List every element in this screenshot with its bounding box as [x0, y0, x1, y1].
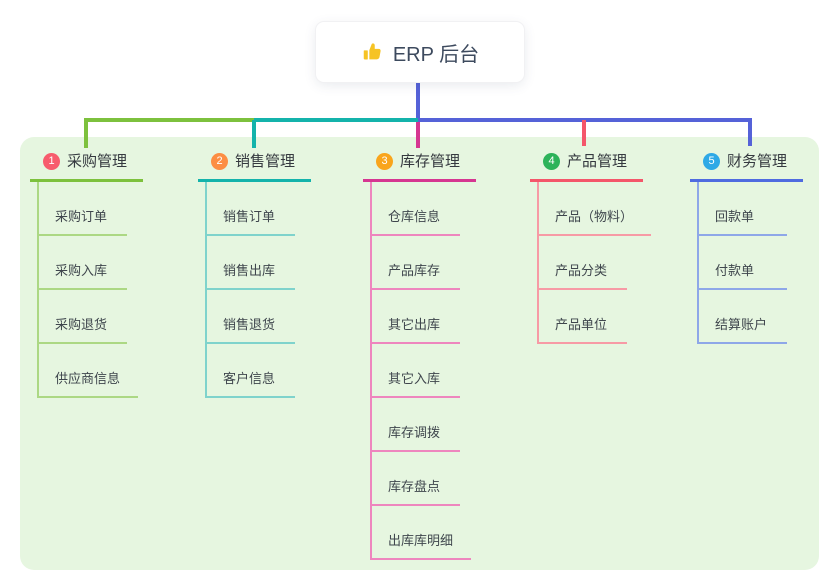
child-node[interactable]: 采购入库 — [39, 236, 127, 290]
child-label: 仓库信息 — [388, 209, 441, 224]
child-node[interactable]: 采购退货 — [39, 290, 127, 344]
child-label: 结算账户 — [715, 317, 768, 332]
child-label: 付款单 — [715, 263, 755, 278]
branch-finance: 5 财务管理 回款单 付款单 结算账户 — [690, 148, 804, 344]
root-node[interactable]: ERP 后台 — [316, 22, 524, 82]
child-node[interactable]: 销售订单 — [207, 182, 295, 236]
child-node[interactable]: 其它入库 — [372, 344, 460, 398]
child-node[interactable]: 产品单位 — [539, 290, 627, 344]
child-node[interactable]: 付款单 — [699, 236, 787, 290]
branch-number-badge: 1 — [43, 153, 60, 170]
child-node[interactable]: 回款单 — [699, 182, 787, 236]
child-node[interactable]: 销售出库 — [207, 236, 295, 290]
branch-number-badge: 3 — [376, 153, 393, 170]
child-node[interactable]: 其它出库 — [372, 290, 460, 344]
child-node[interactable]: 产品分类 — [539, 236, 627, 290]
branch-label: 库存管理 — [400, 153, 461, 170]
branch-title-inventory[interactable]: 3 库存管理 — [363, 148, 477, 182]
thumbs-up-icon-svg — [363, 43, 381, 60]
thumbs-up-icon — [361, 41, 383, 63]
child-label: 产品库存 — [388, 263, 441, 278]
child-label: 采购订单 — [55, 209, 108, 224]
child-node[interactable]: 供应商信息 — [39, 344, 139, 398]
branch-label: 销售管理 — [235, 153, 296, 170]
branch-number-badge: 5 — [703, 153, 720, 170]
child-label: 回款单 — [715, 209, 755, 224]
child-label: 其它出库 — [388, 317, 441, 332]
child-label: 供应商信息 — [55, 371, 121, 386]
branches-panel — [20, 137, 819, 570]
branch-product: 4 产品管理 产品（物料） 产品分类 产品单位 — [530, 148, 652, 344]
child-node[interactable]: 库存调拨 — [372, 398, 460, 452]
branch-title-purchase[interactable]: 1 采购管理 — [30, 148, 144, 182]
child-node[interactable]: 客户信息 — [207, 344, 295, 398]
branch-children: 销售订单 销售出库 销售退货 客户信息 — [205, 182, 295, 398]
branch-children: 产品（物料） 产品分类 产品单位 — [537, 182, 652, 344]
child-label: 产品分类 — [555, 263, 608, 278]
child-label: 其它入库 — [388, 371, 441, 386]
child-label: 出库库明细 — [388, 533, 454, 548]
branch-number-badge: 4 — [543, 153, 560, 170]
child-node[interactable]: 产品（物料） — [539, 182, 652, 236]
branch-children: 回款单 付款单 结算账户 — [697, 182, 787, 344]
child-node[interactable]: 库存盘点 — [372, 452, 460, 506]
child-label: 采购退货 — [55, 317, 108, 332]
child-label: 销售出库 — [223, 263, 276, 278]
child-label: 销售退货 — [223, 317, 276, 332]
branch-label: 财务管理 — [727, 153, 788, 170]
child-label: 采购入库 — [55, 263, 108, 278]
child-label: 销售订单 — [223, 209, 276, 224]
child-node[interactable]: 采购订单 — [39, 182, 127, 236]
child-label: 产品（物料） — [555, 209, 634, 224]
branch-number-badge: 2 — [211, 153, 228, 170]
branch-label: 产品管理 — [567, 153, 628, 170]
child-node[interactable]: 结算账户 — [699, 290, 787, 344]
child-label: 客户信息 — [223, 371, 276, 386]
child-label: 库存调拨 — [388, 425, 441, 440]
branch-title-finance[interactable]: 5 财务管理 — [690, 148, 804, 182]
branch-title-sales[interactable]: 2 销售管理 — [198, 148, 312, 182]
branch-children: 采购订单 采购入库 采购退货 供应商信息 — [37, 182, 139, 398]
child-node[interactable]: 产品库存 — [372, 236, 460, 290]
child-label: 产品单位 — [555, 317, 608, 332]
child-node[interactable]: 销售退货 — [207, 290, 295, 344]
branch-label: 采购管理 — [67, 153, 128, 170]
branch-children: 仓库信息 产品库存 其它出库 其它入库 库存调拨 库存盘点 出库库明细 — [370, 182, 472, 560]
branch-sales: 2 销售管理 销售订单 销售出库 销售退货 客户信息 — [198, 148, 312, 398]
child-label: 库存盘点 — [388, 479, 441, 494]
root-label: ERP 后台 — [392, 43, 480, 66]
child-node[interactable]: 出库库明细 — [372, 506, 472, 560]
branch-inventory: 3 库存管理 仓库信息 产品库存 其它出库 其它入库 库存调拨 库存盘点 出库库… — [363, 148, 477, 560]
branch-purchase: 1 采购管理 采购订单 采购入库 采购退货 供应商信息 — [30, 148, 144, 398]
branch-title-product[interactable]: 4 产品管理 — [530, 148, 644, 182]
child-node[interactable]: 仓库信息 — [372, 182, 460, 236]
